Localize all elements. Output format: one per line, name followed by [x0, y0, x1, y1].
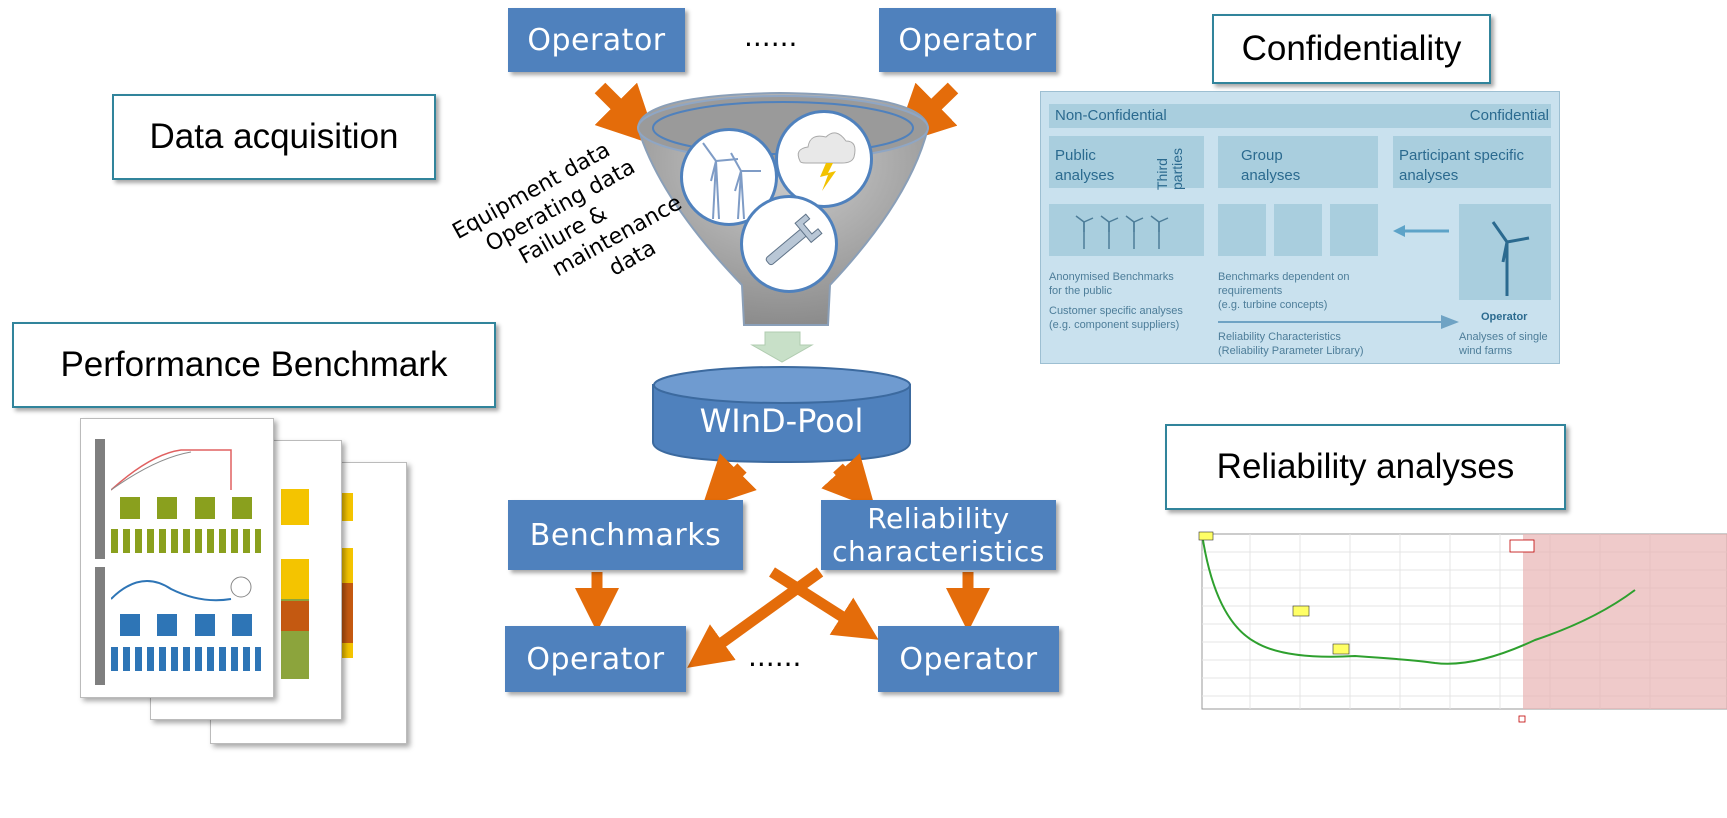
col2-text1: Benchmarks dependent on requirements (e.… [1218, 271, 1350, 311]
col1-text2: Customer specific analyses (e.g. compone… [1049, 305, 1183, 331]
pool-cylinder [652, 366, 911, 464]
wrench-icon [740, 195, 838, 293]
operator-turbine [1459, 204, 1551, 300]
col2-text2: Reliability Characteristics (Reliability… [1218, 331, 1364, 357]
col3-text: Analyses of single wind farms [1459, 331, 1548, 357]
performance-benchmark-label: Performance Benchmark [12, 322, 496, 408]
arrow-top-left [594, 82, 659, 147]
col1-text1: Anonymised Benchmarks for the public [1049, 271, 1174, 297]
top-dots: ...... [744, 20, 798, 53]
pool-label: WInD-Pool [699, 402, 864, 440]
operator-label: Operator [899, 641, 1038, 677]
arrow-cross-to-left [687, 567, 824, 668]
reliability-analyses-label: Reliability analyses [1165, 424, 1566, 510]
operator-bottom-left: Operator [505, 626, 686, 692]
third-parties-label: Third parties [1154, 147, 1185, 190]
public-panel [1049, 136, 1204, 188]
conf-header-bar [1049, 104, 1551, 128]
operator-label: Operator [526, 641, 665, 677]
group-turbine-2 [1274, 204, 1322, 256]
benchmarks-box: Benchmarks [508, 500, 743, 570]
confidential-label: Confidential [1469, 107, 1549, 124]
public-analyses-label: Public analyses [1055, 147, 1115, 184]
conf-right-arrow-line [1218, 321, 1443, 323]
report-page-front [80, 418, 274, 698]
arrow-into-pool [750, 331, 814, 363]
arrow-cross-to-right [769, 567, 879, 640]
reliability-label-line2: characteristics [832, 535, 1045, 568]
operator-label: Operator [898, 22, 1037, 58]
data-acquisition-label: Data acquisition [112, 94, 436, 180]
arrow-pool-benchmarks [701, 453, 757, 509]
participant-panel [1393, 136, 1551, 188]
thunderstorm-icon [775, 110, 873, 208]
participant-analyses-label: Participant specific analyses [1399, 147, 1525, 184]
reliability-label-line1: Reliability [867, 502, 1010, 535]
operator-label: Operator [527, 22, 666, 58]
reliability-box: Reliability characteristics [821, 500, 1056, 570]
operator-top-left: Operator [508, 8, 685, 72]
operator-top-right: Operator [879, 8, 1056, 72]
operator-bottom-right: Operator [878, 626, 1059, 692]
arrow-pool-reliability [821, 453, 876, 510]
non-confidential-label: Non-Confidential [1055, 107, 1167, 124]
public-turbines [1049, 204, 1204, 256]
group-turbine-3 [1330, 204, 1378, 256]
conf-left-arrow [1393, 225, 1449, 237]
operator-text: Operator [1481, 311, 1528, 323]
bottom-dots: ...... [748, 640, 802, 673]
confidentiality-label: Confidentiality [1212, 14, 1491, 84]
conf-right-arrow-head [1441, 315, 1459, 329]
group-turbine-1 [1218, 204, 1266, 256]
benchmarks-label: Benchmarks [529, 517, 722, 553]
confidentiality-panel: Non-Confidential Confidential Public ana… [1040, 91, 1560, 364]
group-analyses-label: Group analyses [1241, 147, 1301, 184]
reliability-chart [1155, 520, 1727, 738]
group-panel [1218, 136, 1378, 188]
